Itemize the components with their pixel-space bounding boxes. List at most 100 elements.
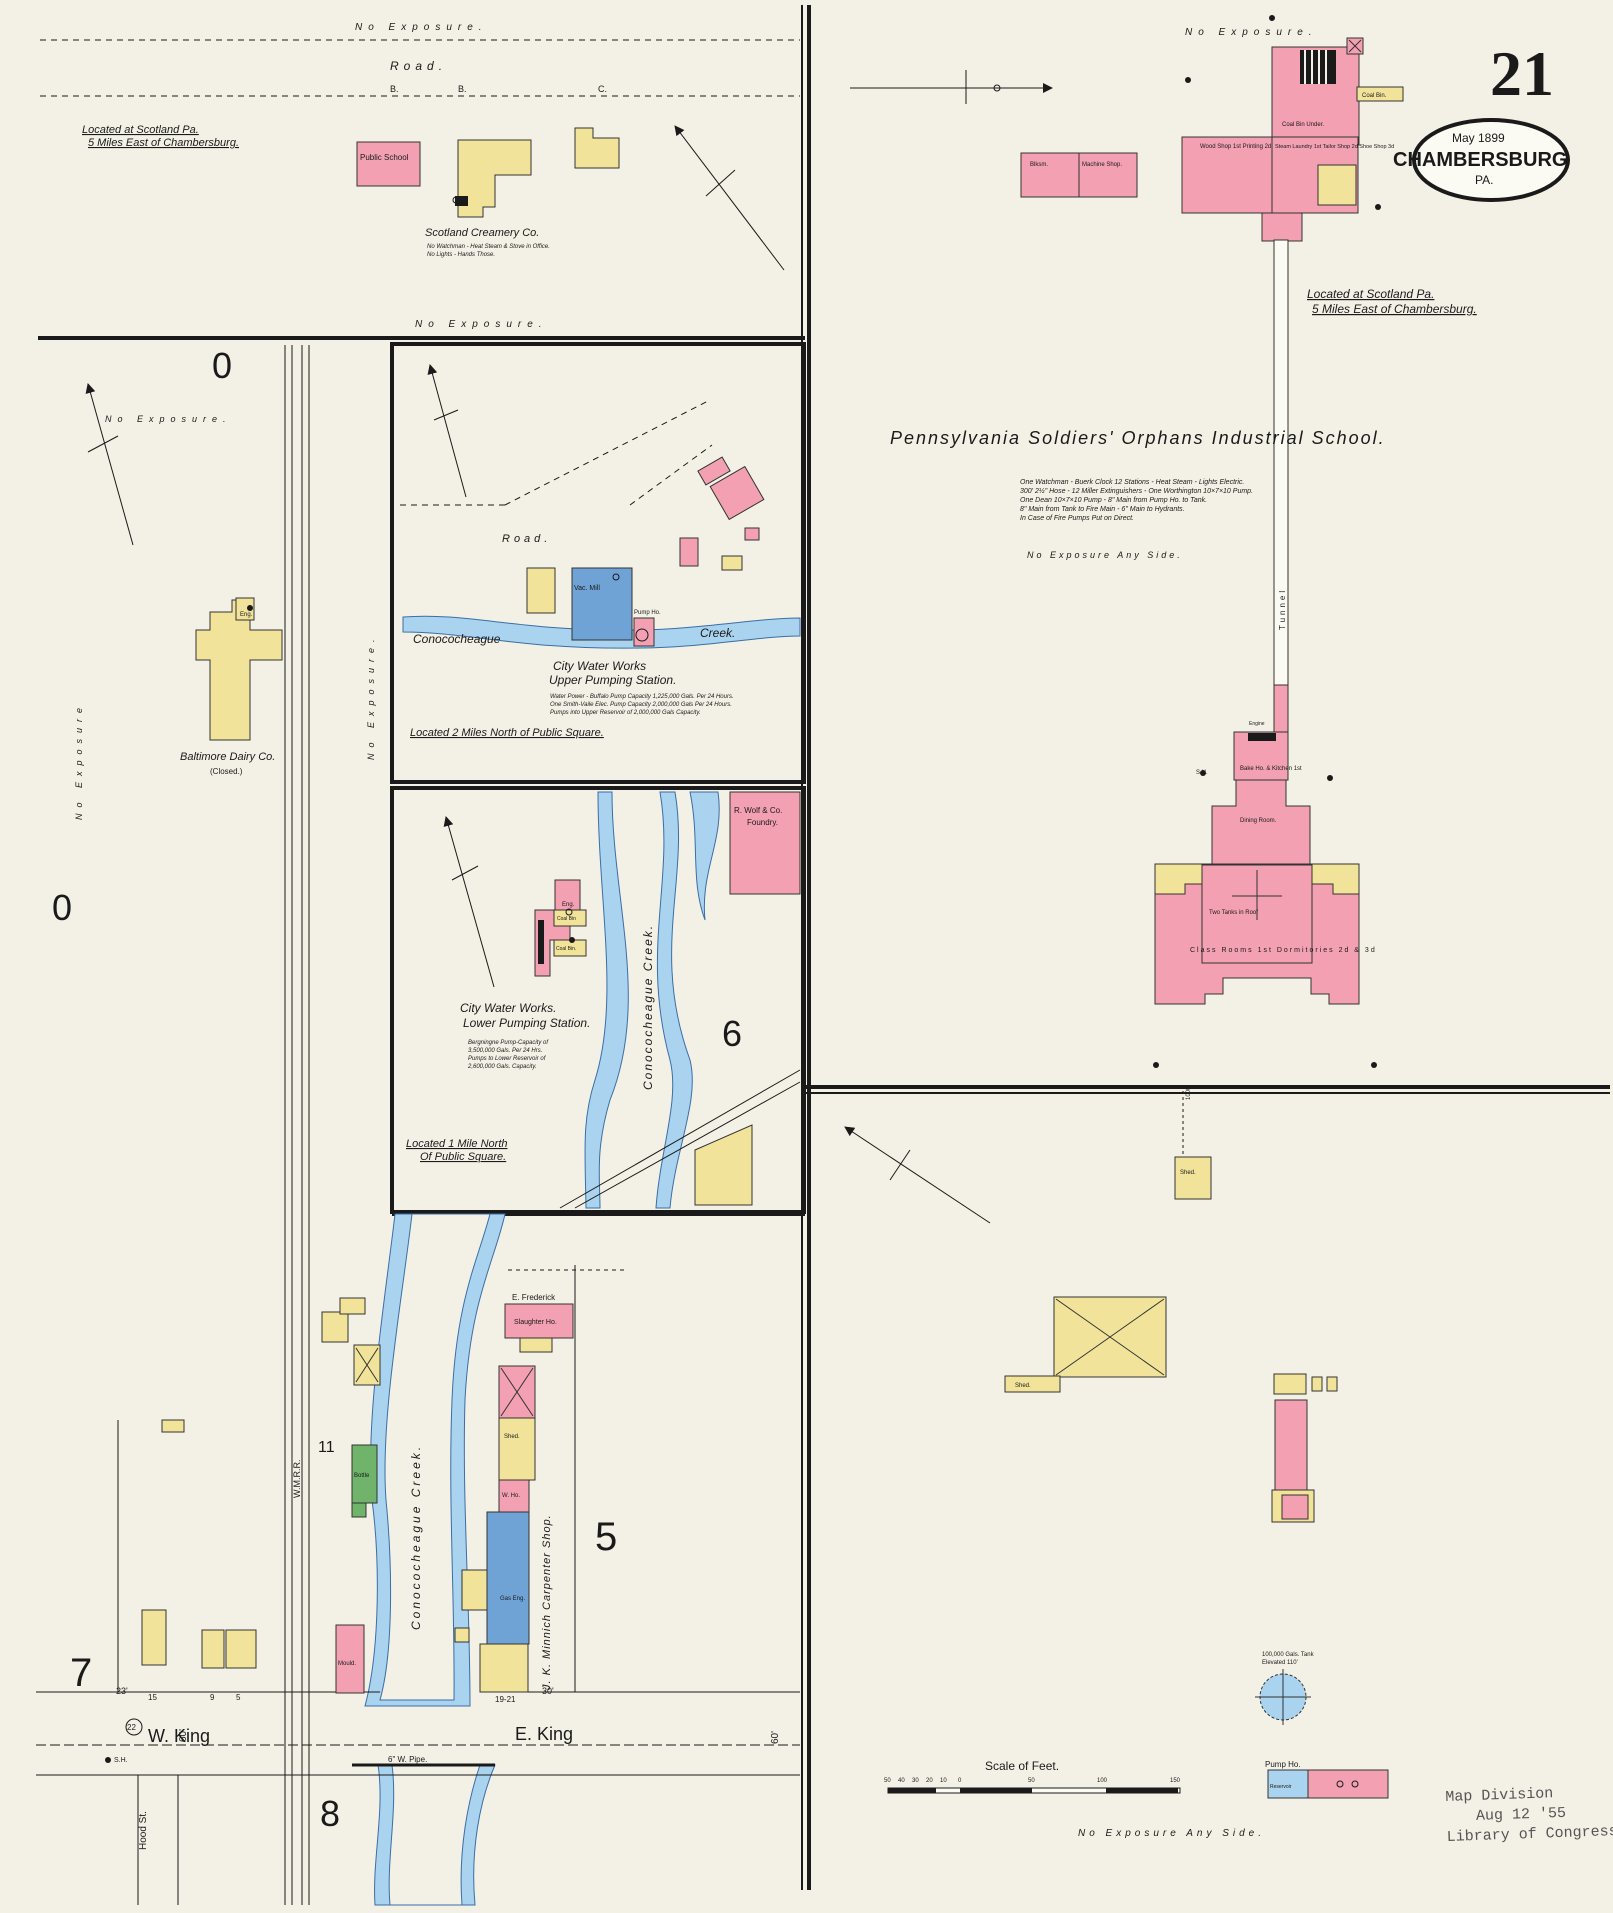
no-exposure-bottom-label: No Exposure. bbox=[415, 319, 548, 330]
distance-label: 1000' bbox=[1186, 1086, 1192, 1101]
lower-note-1: Bergningne Pump-Capacity of bbox=[468, 1040, 549, 1046]
dairy-building bbox=[195, 599, 283, 741]
pipe-label: 6" W. Pipe. bbox=[388, 1755, 427, 1764]
wmrr-label: W.M.R.R. bbox=[292, 1460, 302, 1499]
tank-label-1: 100,000 Gals. Tank bbox=[1262, 1652, 1315, 1658]
dining-room-label: Dining Room. bbox=[1240, 818, 1277, 824]
shed-north bbox=[1174, 1156, 1212, 1200]
scale-tick-10: 10 bbox=[940, 1778, 947, 1784]
tanks-label: Two Tanks in Roof bbox=[1209, 910, 1258, 916]
class-rooms-label: Class Rooms 1st Dormitories 2d & 3d bbox=[1190, 947, 1377, 954]
orphans-no-exposure-top: No Exposure. bbox=[1185, 27, 1318, 38]
sh-label-1: S.H. bbox=[1196, 770, 1208, 776]
dairy-sub-label: (Closed.) bbox=[210, 767, 243, 776]
machine-shop-label: Machine Shop. bbox=[1082, 162, 1122, 168]
north-arrow-6 bbox=[844, 1126, 991, 1224]
mould-label: Mould. bbox=[338, 1661, 356, 1667]
bake-ho-label: Bake Ho. & Kitchen 1st bbox=[1240, 766, 1302, 772]
upper-brick-building bbox=[709, 465, 765, 521]
sixty-left-label: 60' bbox=[178, 1729, 189, 1742]
no-exposure-top-label: No Exposure. bbox=[105, 414, 232, 424]
upper-creek-left-label: Conococheague bbox=[413, 632, 501, 646]
house-no-30: 30' bbox=[542, 1686, 554, 1696]
cartouche bbox=[1412, 118, 1570, 202]
road-mark-b1: B. bbox=[390, 84, 399, 94]
scale-bar: Scale of Feet. 50 40 30 20 10 0 50 100 1… bbox=[884, 1759, 1181, 1794]
orphans-note-5: In Case of Fire Pumps Put on Direct. bbox=[1020, 515, 1134, 522]
no-exposure-top-label: No Exposure. bbox=[355, 22, 488, 33]
lower-coal-bin-2: Coal Bin. bbox=[556, 946, 576, 952]
lower-eng-label: Eng. bbox=[562, 902, 575, 908]
orphans-location: Located at Scotland Pa. bbox=[1307, 287, 1434, 301]
house-no-5: 5 bbox=[236, 1693, 241, 1702]
scale-tick-50b: 50 bbox=[1028, 1778, 1035, 1784]
house-no-19-21: 19-21 bbox=[495, 1695, 516, 1704]
public-school-building bbox=[356, 141, 421, 187]
vac-mill-label: Vac. Mill bbox=[574, 585, 600, 592]
sixty-right-label: 60' bbox=[770, 1731, 781, 1744]
lower-frame-shed bbox=[694, 1124, 753, 1206]
eight-label: 8 bbox=[320, 1793, 340, 1834]
gas-eng-label: Gas Eng. bbox=[500, 1596, 525, 1602]
panel-scotland-top: No Exposure. Road. B. B. C. Located at S… bbox=[40, 22, 800, 330]
upper-small-frame bbox=[526, 567, 556, 614]
slaughter-house bbox=[504, 1303, 574, 1339]
orphans-note-2: 300' 2½" Hose - 12 Miller Extinguishers … bbox=[1020, 487, 1253, 495]
coal-bin-label: Coal Bin. bbox=[1362, 93, 1387, 99]
railroad-tracks bbox=[284, 345, 310, 1905]
creamery-note-1: No Watchman - Heat Steam & Stove in Offi… bbox=[427, 244, 550, 250]
panel-orphans-school: 21 May 1899 CHAMBERSBURG PA. No Exposure… bbox=[844, 15, 1570, 1839]
scale-tick-30: 30 bbox=[912, 1778, 919, 1784]
house-no-23: 23' bbox=[116, 1686, 128, 1696]
panel-upper-pumping: Road. Conococheague Creek. Vac. Mill Pum… bbox=[400, 364, 801, 739]
carpenter-shed bbox=[498, 1417, 536, 1481]
upper-note-3: Pumps into Upper Reservoir of 2,000,000 … bbox=[550, 710, 701, 716]
hood-st-label: Hood St. bbox=[138, 1811, 149, 1850]
panel-lower-pumping: Conococheague Creek. R. Wolf & Co. Found… bbox=[406, 791, 801, 1209]
creamery-building bbox=[457, 139, 532, 218]
wood-shop-label: Wood Shop 1st Printing 2d bbox=[1200, 144, 1271, 150]
orphans-note-4: 8" Main from Tank to Fire Main - 6" Main… bbox=[1020, 506, 1185, 513]
upper-road-label: Road. bbox=[502, 533, 551, 545]
brick-row-frame bbox=[1273, 1373, 1307, 1395]
scale-tick-40: 40 bbox=[898, 1778, 905, 1784]
panel-frames bbox=[38, 5, 1610, 1890]
lower-note-2: 3,500,000 Gals. Per 24 Hrs. bbox=[468, 1048, 542, 1054]
coal-bin-under-label: Coal Bin Under. bbox=[1282, 122, 1324, 128]
north-arrow-1 bbox=[674, 125, 785, 271]
orphans-title: Pennsylvania Soldiers' Orphans Industria… bbox=[890, 428, 1386, 448]
cartouche-state: PA. bbox=[1475, 173, 1493, 187]
five-label: 5 bbox=[595, 1515, 617, 1559]
orphans-note-3: One Dean 10×7×10 Pump - 8" Main from Pum… bbox=[1020, 497, 1207, 504]
lower-title-2: Lower Pumping Station. bbox=[463, 1016, 590, 1030]
dwelling-building-1 bbox=[574, 127, 620, 169]
dairy-label: Baltimore Dairy Co. bbox=[180, 751, 275, 763]
no-exposure-right-label: No Exposure. bbox=[366, 633, 376, 760]
cartouche-date: May 1899 bbox=[1452, 131, 1505, 145]
road-mark-c: C. bbox=[598, 84, 607, 94]
steam-laundry-label: Steam Laundry 1st Tailor Shop 2d Shoe Sh… bbox=[1275, 144, 1394, 150]
creamery-label: Scotland Creamery Co. bbox=[425, 227, 539, 239]
eleven-label: 11 bbox=[318, 1439, 335, 1456]
tank-label-2: Elevated 110' bbox=[1262, 1660, 1298, 1666]
panel-east-king: Conococheague Creek. 7 8 5 11 W.M.R.R. 2… bbox=[36, 1213, 800, 1906]
circle-number: 22 bbox=[127, 1723, 136, 1732]
upper-creek-right-label: Creek. bbox=[700, 626, 735, 640]
slaughter-label: Slaughter Ho. bbox=[514, 1319, 557, 1326]
dairy-eng-label: Eng. bbox=[240, 612, 253, 618]
scale-label: Scale of Feet. bbox=[985, 1759, 1059, 1773]
dwelling-west-2 bbox=[201, 1629, 225, 1669]
lower-creek bbox=[584, 791, 693, 1209]
orphans-no-exposure-bottom: No Exposure Any Side. bbox=[1078, 1828, 1265, 1839]
king-creek-label: Conococheague Creek. bbox=[409, 1444, 423, 1630]
public-school-label: Public School bbox=[360, 153, 409, 162]
house-no-9: 9 bbox=[210, 1693, 215, 1702]
carpenter-label: J. K. Minnich Carpenter Shop. bbox=[541, 1514, 553, 1691]
w-king-label: W. King bbox=[148, 1726, 210, 1746]
upper-location-label: Located 2 Miles North of Public Square. bbox=[410, 727, 604, 739]
tunnel-label: Tunnel bbox=[1278, 588, 1287, 630]
road-mark-b2: B. bbox=[458, 84, 467, 94]
dwelling-west-1 bbox=[141, 1609, 167, 1666]
bottle-building bbox=[351, 1444, 378, 1504]
